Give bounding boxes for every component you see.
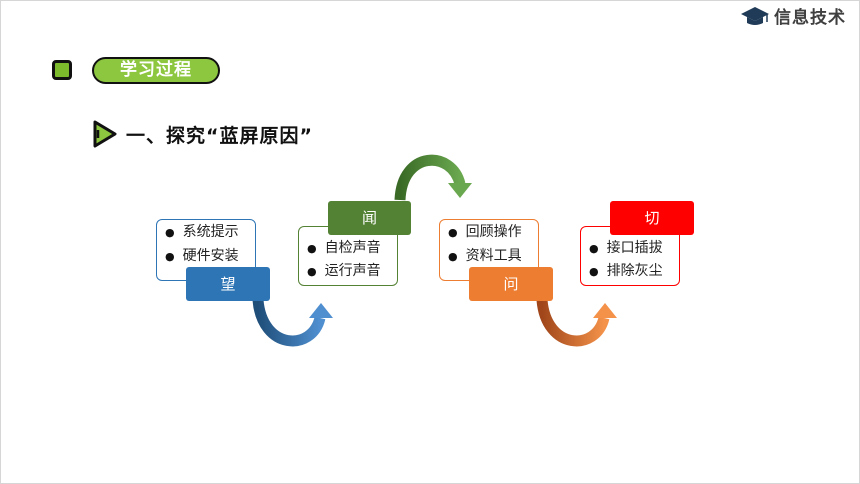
step-label-wang: 望 [186, 267, 270, 301]
arrow-green [394, 154, 472, 201]
page-title: 一、探究“蓝屏原因” [126, 125, 313, 147]
list-item: 回顾操作 [440, 220, 538, 244]
step-label-wen2: 问 [469, 267, 553, 301]
list-item: 运行声音 [299, 260, 397, 283]
play-icon [93, 120, 117, 148]
section-title: 学习过程 [92, 57, 220, 84]
arrow-orange [536, 299, 617, 347]
section-square-icon [52, 60, 72, 80]
step-label-qie: 切 [610, 201, 694, 235]
graduation-cap-icon [741, 6, 769, 25]
brand-title: 信息技术 [774, 8, 846, 28]
step-card-wen: 自检声音 运行声音 [298, 226, 398, 286]
list-item: 排除灰尘 [581, 260, 679, 283]
arrow-blue [252, 299, 333, 347]
list-item: 资料工具 [440, 244, 538, 268]
list-item: 系统提示 [157, 220, 255, 244]
list-item: 接口插拔 [581, 237, 679, 260]
brand: 信息技术 [740, 3, 846, 28]
step-card-qie: 接口插拔 排除灰尘 [580, 226, 680, 286]
list-item: 自检声音 [299, 237, 397, 260]
list-item: 硬件安装 [157, 244, 255, 268]
step-label-wen-overlay: 闻 [328, 201, 411, 235]
